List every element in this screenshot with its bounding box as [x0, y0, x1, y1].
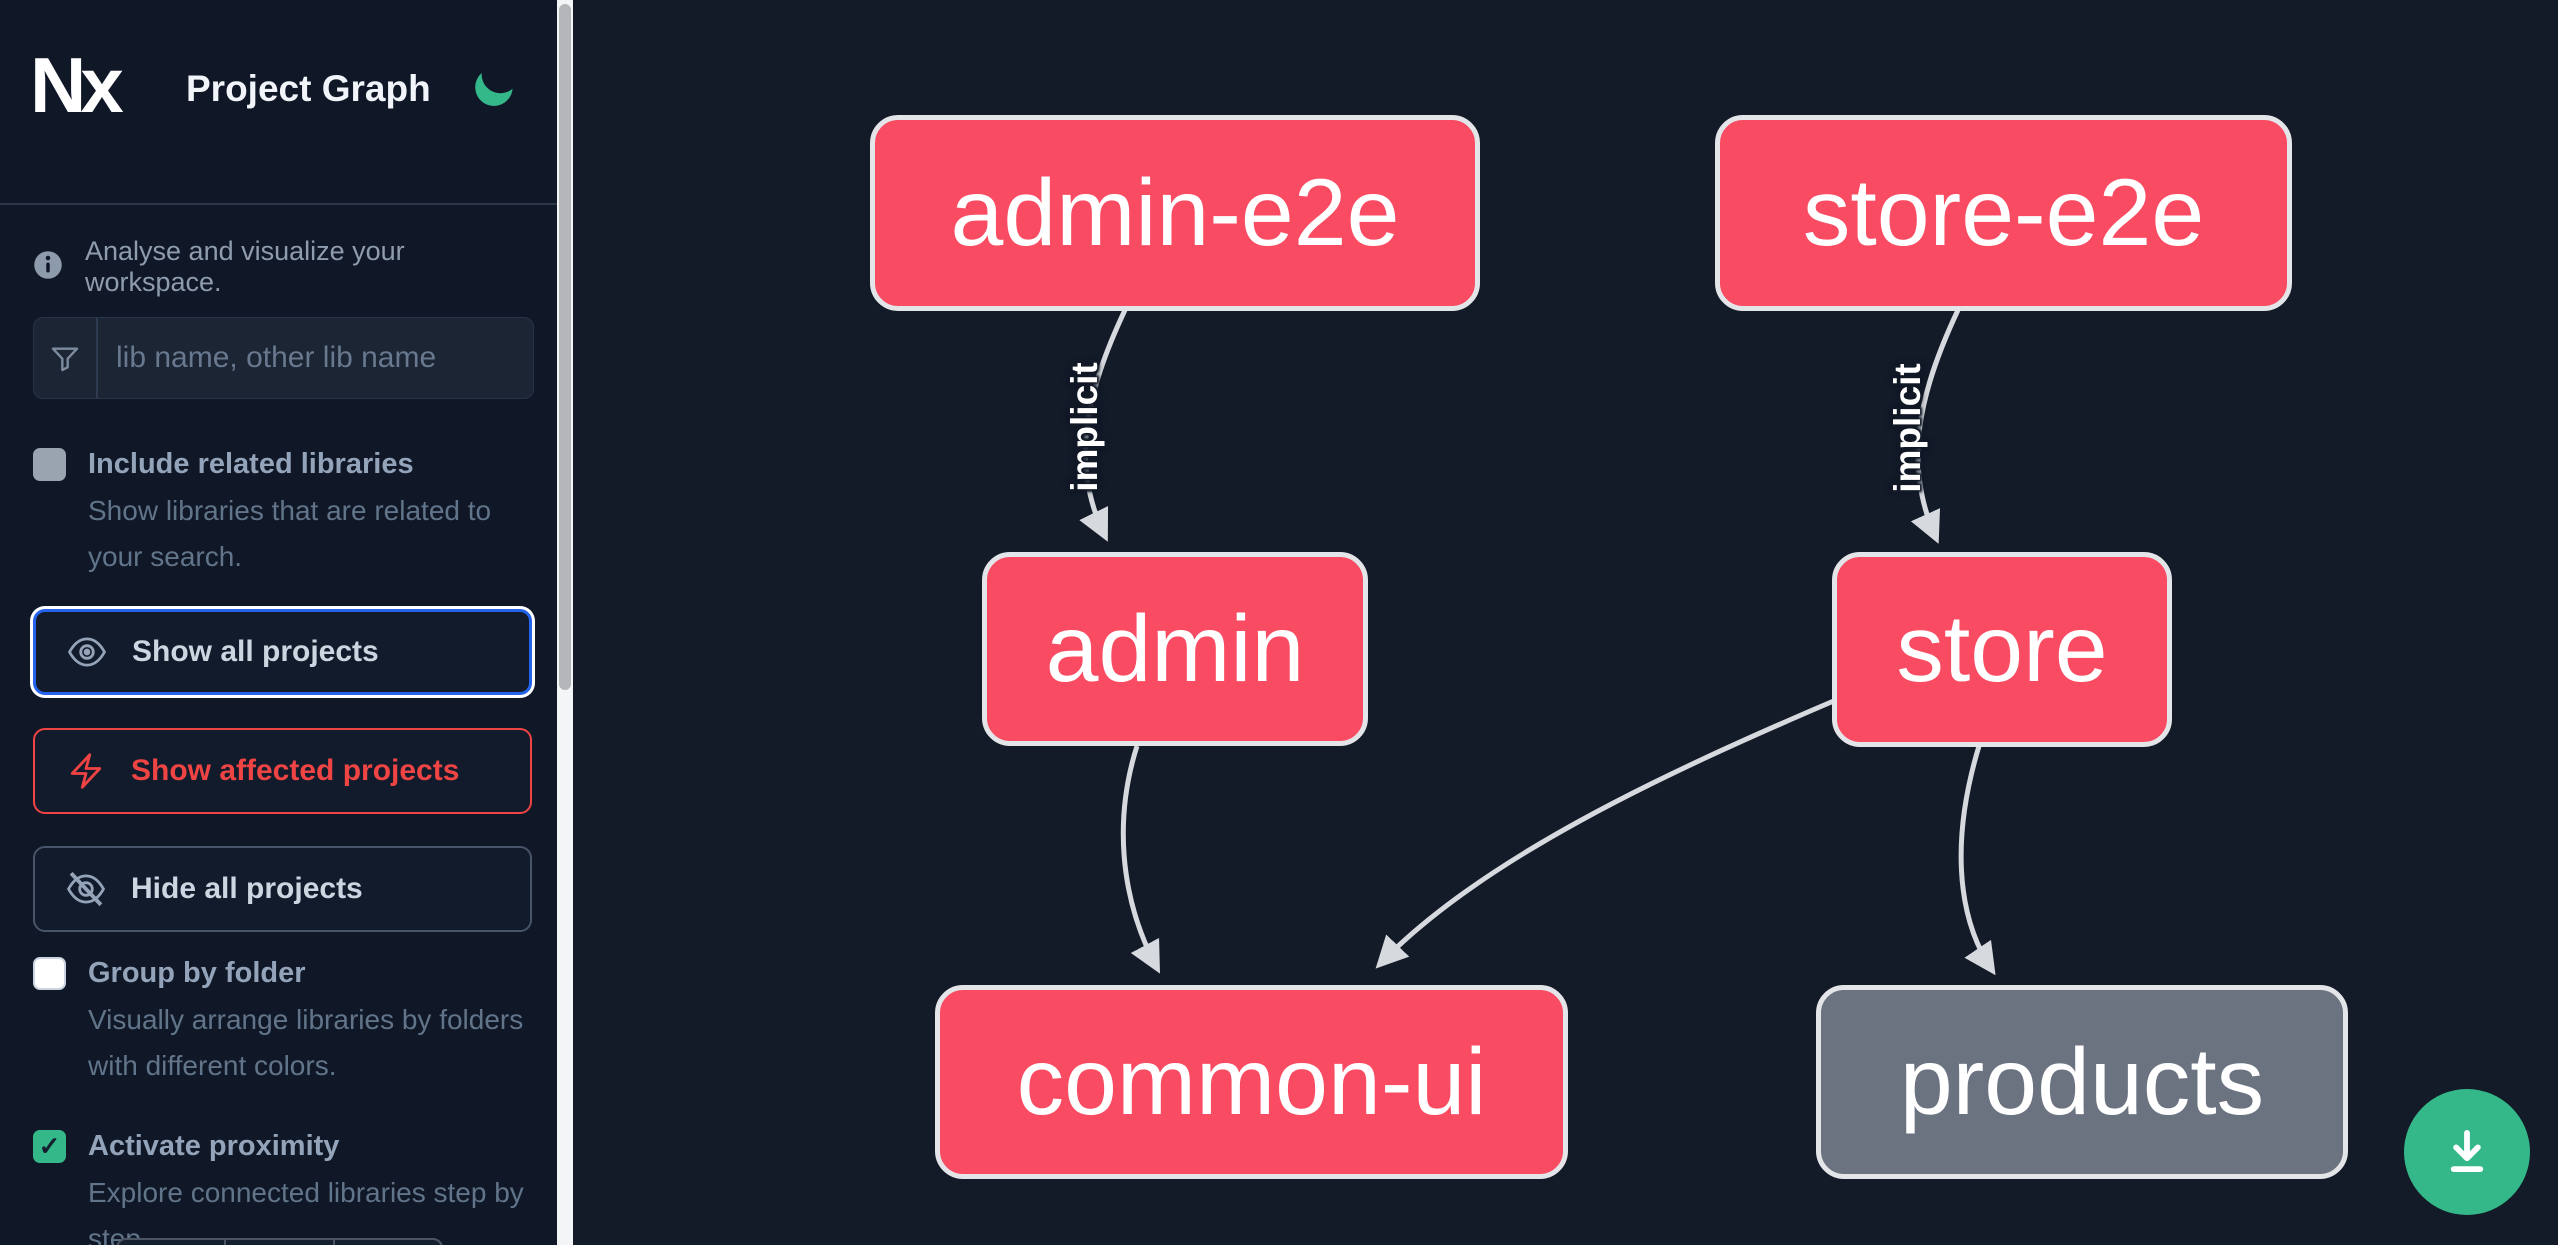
button-label: Show all projects: [132, 635, 379, 668]
checkbox-activate-proximity[interactable]: ✓ Activate proximity Explore connected l…: [33, 1128, 533, 1245]
edge-store-to-common-ui[interactable]: [1375, 697, 1837, 969]
edge-label-implicit: implicit: [1887, 363, 1928, 493]
graph-node-store[interactable]: store: [1832, 552, 2172, 747]
filter-input[interactable]: [98, 318, 533, 398]
edge-label-implicit: implicit: [1064, 362, 1105, 492]
funnel-filter-icon: [34, 318, 98, 398]
page-title: Project Graph: [186, 68, 431, 109]
button-label: Show affected projects: [131, 754, 460, 787]
show-all-projects-button[interactable]: Show all projects: [33, 609, 532, 695]
workspace-tagline-row: Analyse and visualize your workspace.: [33, 236, 533, 298]
sidebar-header: Nx Project Graph: [0, 0, 557, 205]
moon-icon: [470, 73, 516, 115]
depth-increment-button[interactable]: [335, 1240, 441, 1245]
nx-logo: Nx: [30, 41, 124, 129]
checkbox-group-by-folder[interactable]: Group by folder Visually arrange librari…: [33, 955, 533, 1089]
checkbox-description: Visually arrange libraries by folders wi…: [88, 1004, 524, 1081]
checkbox-description: Explore connected libraries step by step…: [88, 1177, 524, 1245]
checkbox-description: Show libraries that are related to your …: [88, 495, 492, 572]
proximity-depth-control: [116, 1238, 443, 1245]
checkbox-label: Group by folder: [88, 957, 306, 989]
hide-all-projects-button[interactable]: Hide all projects: [33, 846, 532, 932]
sidebar: Nx Project Graph Analyse and visualize y…: [0, 0, 557, 1245]
eye-icon: [64, 631, 110, 673]
show-affected-projects-button[interactable]: Show affected projects: [33, 728, 532, 814]
sidebar-scrollbar-thumb[interactable]: [559, 4, 571, 690]
lightning-bolt-icon: [63, 751, 109, 791]
checkbox-icon[interactable]: [33, 957, 66, 990]
checkbox-label: Activate proximity: [88, 1130, 340, 1162]
depth-decrement-button[interactable]: [118, 1240, 227, 1245]
edge-store-e2e-to-store[interactable]: [1910, 308, 1961, 544]
checkbox-checked-icon[interactable]: ✓: [33, 1130, 66, 1163]
checkbox-include-related[interactable]: Include related libraries Show libraries…: [33, 446, 533, 580]
edge-store-to-products[interactable]: [1958, 745, 1996, 976]
theme-toggle-button[interactable]: [470, 66, 516, 112]
filter-box: [33, 317, 534, 399]
edge-admin-e2e-to-admin[interactable]: [1079, 308, 1128, 542]
graph-node-common-ui[interactable]: common-ui: [935, 985, 1568, 1179]
eye-slash-icon: [63, 868, 109, 910]
download-icon: [2438, 1122, 2496, 1183]
workspace-tagline: Analyse and visualize your workspace.: [85, 236, 405, 297]
depth-value: [226, 1240, 335, 1245]
graph-node-store-e2e[interactable]: store-e2e: [1715, 115, 2292, 311]
graph-node-admin[interactable]: admin: [982, 552, 1368, 746]
checkbox-icon[interactable]: [33, 448, 66, 481]
edge-admin-to-common-ui[interactable]: [1120, 745, 1161, 974]
button-label: Hide all projects: [131, 872, 363, 905]
download-graph-button[interactable]: [2404, 1089, 2530, 1215]
graph-node-products[interactable]: products: [1816, 985, 2348, 1179]
graph-node-admin-e2e[interactable]: admin-e2e: [870, 115, 1480, 311]
checkbox-label: Include related libraries: [88, 448, 414, 480]
info-icon: [33, 250, 63, 285]
